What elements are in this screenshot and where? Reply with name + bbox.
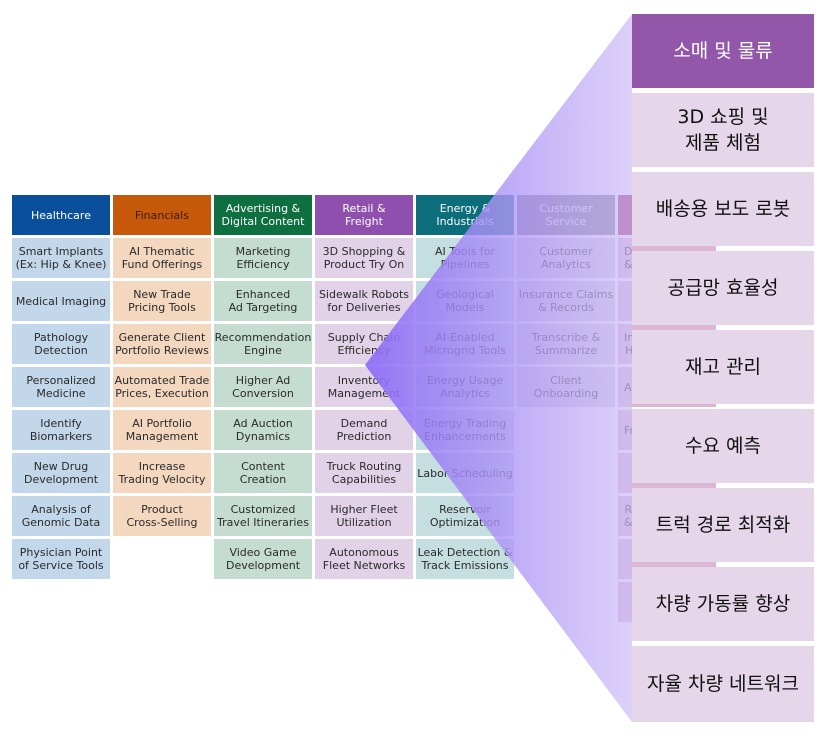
use-case-cell: Increase Trading Velocity <box>113 453 211 493</box>
use-case-cell: Video Game Development <box>214 539 312 579</box>
use-case-cell: Client Onboarding <box>517 367 615 407</box>
panel-item: 자율 차량 네트워크 <box>632 646 814 722</box>
use-case-cell: Customer Analytics <box>517 238 615 278</box>
use-case-cell: AI Tools for Pipelines <box>416 238 514 278</box>
use-case-cell: Reservoir Optimization <box>416 496 514 536</box>
use-case-cell: Truck Routing Capabilities <box>315 453 413 493</box>
sector-header: Energy & Industrials <box>416 195 514 235</box>
use-case-cell: Higher Ad Conversion <box>214 367 312 407</box>
panel-item: 수요 예측 <box>632 409 814 483</box>
sector-header: Retail & Freight <box>315 195 413 235</box>
use-case-cell: AI Thematic Fund Offerings <box>113 238 211 278</box>
use-case-cell: AI-Enabled Microgrid Tools <box>416 324 514 364</box>
panel-title: 소매 및 물류 <box>632 14 814 88</box>
panel-item: 공급망 효율성 <box>632 251 814 325</box>
use-case-cell: Enhanced Ad Targeting <box>214 281 312 321</box>
use-case-cell: Autonomous Fleet Networks <box>315 539 413 579</box>
use-case-cell: Personalized Medicine <box>12 367 110 407</box>
use-case-cell: Higher Fleet Utilization <box>315 496 413 536</box>
sector-header: Customer Service <box>517 195 615 235</box>
use-case-cell: Demand Prediction <box>315 410 413 450</box>
use-case-cell: Insurance Claims & Records <box>517 281 615 321</box>
use-case-cell: Customized Travel Itineraries <box>214 496 312 536</box>
use-case-cell: New Drug Development <box>12 453 110 493</box>
use-case-cell: Marketing Efficiency <box>214 238 312 278</box>
use-case-cell: Automated Trade Prices, Execution <box>113 367 211 407</box>
use-case-cell: Product Cross-Selling <box>113 496 211 536</box>
use-case-cell: Transcribe & Summarize <box>517 324 615 364</box>
use-case-cell: Content Creation <box>214 453 312 493</box>
use-case-cell: Pathology Detection <box>12 324 110 364</box>
use-case-cell: Energy Trading Enhancements <box>416 410 514 450</box>
use-case-cell: Energy Usage Analytics <box>416 367 514 407</box>
use-case-cell: AI Portfolio Management <box>113 410 211 450</box>
panel-item: 차량 가동률 향상 <box>632 567 814 641</box>
use-case-cell: New Trade Pricing Tools <box>113 281 211 321</box>
use-case-cell: Recommendation Engine <box>214 324 312 364</box>
use-case-cell: Physician Point of Service Tools <box>12 539 110 579</box>
panel-item: 배송용 보도 로봇 <box>632 172 814 246</box>
use-case-cell: Medical Imaging <box>12 281 110 321</box>
sector-header: Advertising & Digital Content <box>214 195 312 235</box>
use-case-cell: Identify Biomarkers <box>12 410 110 450</box>
use-case-cell: Supply Chain Efficiency <box>315 324 413 364</box>
use-case-cell: Ad Auction Dynamics <box>214 410 312 450</box>
use-case-cell: Sidewalk Robots for Deliveries <box>315 281 413 321</box>
sector-header: Healthcare <box>12 195 110 235</box>
use-case-cell: Analysis of Genomic Data <box>12 496 110 536</box>
panel-item: 재고 관리 <box>632 330 814 404</box>
use-case-cell: 3D Shopping & Product Try On <box>315 238 413 278</box>
use-case-cell: Smart Implants (Ex: Hip & Knee) <box>12 238 110 278</box>
use-case-cell: Geological Models <box>416 281 514 321</box>
use-case-cell: Inventory Management <box>315 367 413 407</box>
sector-header: Financials <box>113 195 211 235</box>
use-case-cell: Leak Detection & Track Emissions <box>416 539 514 579</box>
panel-item: 트럭 경로 최적화 <box>632 488 814 562</box>
use-case-cell: Generate Client Portfolio Reviews <box>113 324 211 364</box>
panel-item: 3D 쇼핑 및 제품 체험 <box>632 93 814 167</box>
use-case-cell: Labor Scheduling <box>416 453 514 493</box>
